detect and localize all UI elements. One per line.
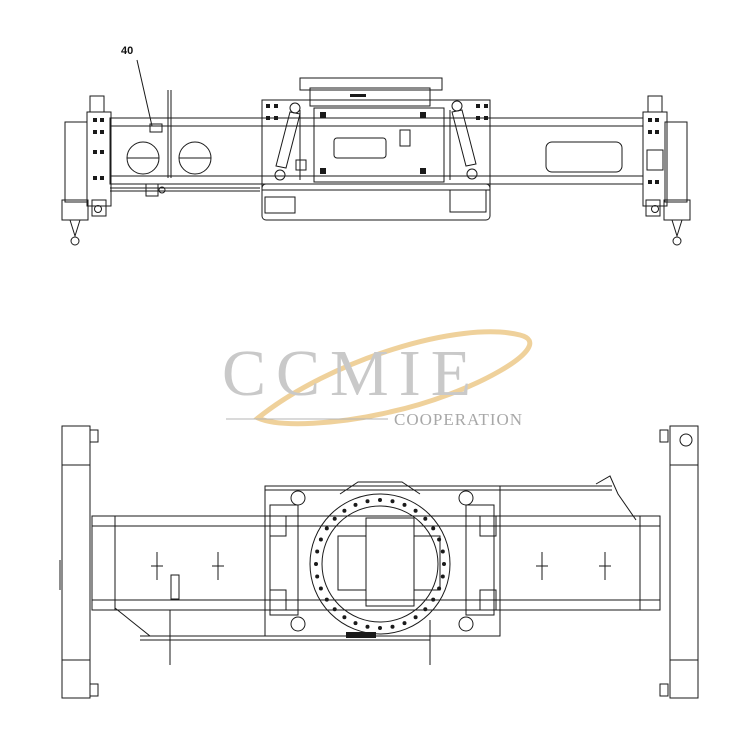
- ring-bolt: [315, 574, 320, 579]
- ring-bolt: [390, 499, 395, 504]
- ring-bolt: [324, 526, 329, 531]
- plan-view: [59, 425, 699, 699]
- ring-bolt: [440, 549, 445, 554]
- ring-bolt: [318, 586, 323, 591]
- ring-bolt: [413, 508, 418, 513]
- ring-bolt: [378, 626, 382, 630]
- rotator-ring: [309, 481, 451, 638]
- ring-bolt: [365, 499, 370, 504]
- ring-bolt: [353, 621, 358, 626]
- hydraulic-cylinder-left: [274, 102, 301, 181]
- right-end-beam-side: [642, 95, 691, 246]
- hydraulic-cylinder-right: [451, 100, 478, 180]
- ring-bolt: [431, 597, 436, 602]
- ring-bolt: [365, 624, 370, 629]
- center-plate: [333, 137, 387, 159]
- ring-bolt: [431, 526, 436, 531]
- main-beam-side: [109, 117, 644, 185]
- ring-bolt: [332, 607, 337, 612]
- ring-bolt: [342, 508, 347, 513]
- ring-bolt: [353, 502, 358, 507]
- ring-bolt: [318, 537, 323, 542]
- ring-bolt: [324, 597, 329, 602]
- right-end-beam-plan: [659, 425, 699, 699]
- ring-bolt: [437, 586, 442, 591]
- ring-bolt: [332, 516, 337, 521]
- watermark: CCMIE COOPERATION: [222, 329, 533, 429]
- ring-bolt: [315, 549, 320, 554]
- ring-bolt: [413, 615, 418, 620]
- slewing-frame-side: [261, 77, 491, 221]
- rotator-motor: [365, 517, 415, 607]
- beam-markings: [151, 552, 611, 600]
- callout-40: 40: [121, 45, 133, 57]
- left-end-beam-side: [61, 95, 112, 246]
- watermark-tagline: COOPERATION: [394, 410, 523, 429]
- ring-bolt: [390, 624, 395, 629]
- ring-bolt: [378, 498, 382, 502]
- ring-bolt: [442, 562, 446, 566]
- ring-bolt: [437, 537, 442, 542]
- callout-leader-40: [136, 59, 153, 127]
- watermark-swoosh: [253, 329, 533, 427]
- watermark-brand: CCMIE: [222, 337, 481, 410]
- left-end-beam-plan: [59, 425, 99, 699]
- ring-bolt: [423, 607, 428, 612]
- ring-bolt: [440, 574, 445, 579]
- hook-icon: [679, 433, 693, 447]
- ring-bolt: [402, 621, 407, 626]
- ring-bolt: [314, 562, 318, 566]
- ring-bolt: [423, 516, 428, 521]
- ring-bolt: [402, 502, 407, 507]
- side-elevation-view: [61, 59, 691, 246]
- telescopic-beam-plan: [91, 515, 661, 611]
- ring-bolt: [342, 615, 347, 620]
- slewing-frame-plan: [264, 485, 501, 637]
- access-panel-side: [545, 141, 623, 173]
- bolt-pattern: [93, 118, 104, 180]
